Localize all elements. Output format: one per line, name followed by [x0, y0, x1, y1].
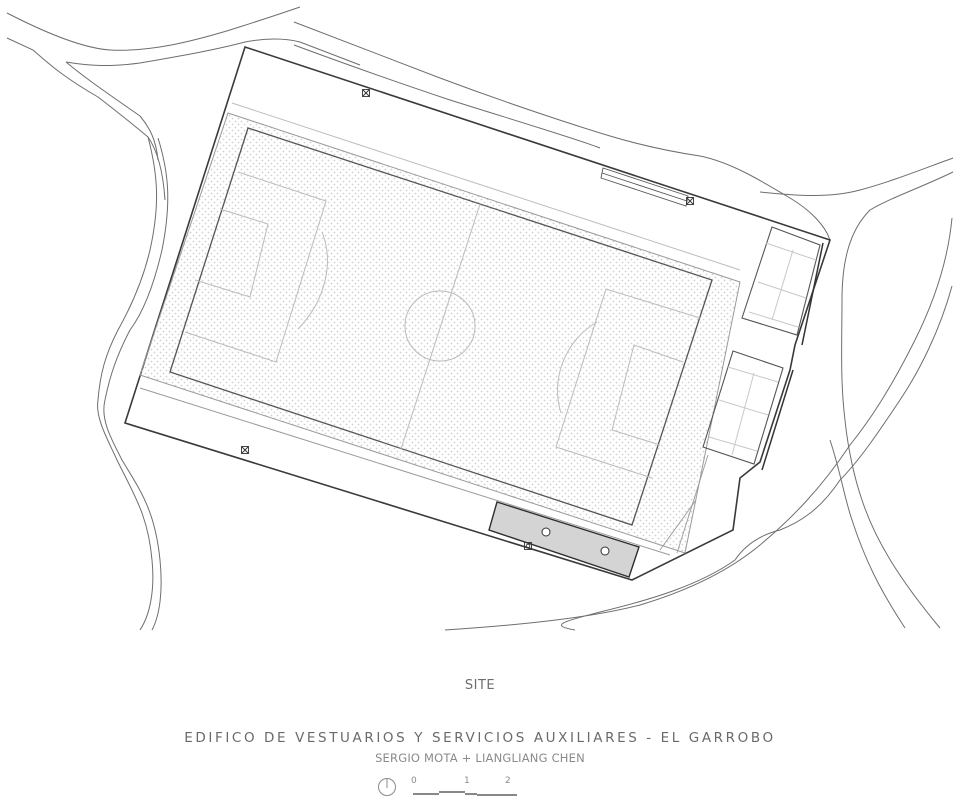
- sheet-label: SITE: [464, 678, 496, 693]
- road-edge: [103, 137, 169, 631]
- scale-bar: 0 1 2: [378, 776, 517, 796]
- road-edge: [444, 217, 953, 631]
- road-edge: [561, 285, 953, 631]
- road-edge: [293, 21, 831, 241]
- road-edge: [6, 6, 301, 51]
- scale-bar-segments: [413, 791, 517, 796]
- road-edge: [759, 157, 954, 196]
- road-edge: [841, 171, 954, 421]
- scale-tick-2: 2: [505, 776, 511, 786]
- tree-marker-icon: [686, 197, 694, 205]
- stand-bench: [600, 167, 689, 207]
- road-edge: [65, 38, 361, 67]
- road-edge: [829, 439, 906, 629]
- road-edge: [293, 44, 601, 149]
- playing-field: [169, 127, 713, 526]
- project-title: EDIFICO DE VESTUARIOS Y SERVICIOS AUXILI…: [184, 730, 776, 746]
- road-edge: [65, 61, 159, 161]
- site-plan: [6, 6, 954, 631]
- padel-court-2: [702, 350, 794, 471]
- scale-tick-0: 0: [411, 776, 417, 786]
- north-arrow-icon: [378, 778, 396, 796]
- access-lines: [659, 454, 709, 554]
- tree-markers: [241, 89, 694, 550]
- pitch-area: [139, 102, 741, 556]
- roads: [6, 6, 954, 631]
- padel-court-1: [741, 226, 824, 346]
- changing-room-building: [488, 501, 640, 578]
- road-edge: [6, 37, 166, 201]
- halfway-line: [400, 203, 481, 450]
- road-edge: [844, 419, 941, 629]
- tree-marker-icon: [362, 89, 370, 97]
- authors: SERGIO MOTA + LIANGLIANG CHEN: [375, 751, 585, 765]
- road-edge: [97, 136, 158, 631]
- centre-circle: [404, 290, 476, 362]
- scale-tick-1: 1: [464, 776, 470, 786]
- tree-marker-icon: [524, 542, 532, 550]
- tree-marker-icon: [241, 446, 249, 454]
